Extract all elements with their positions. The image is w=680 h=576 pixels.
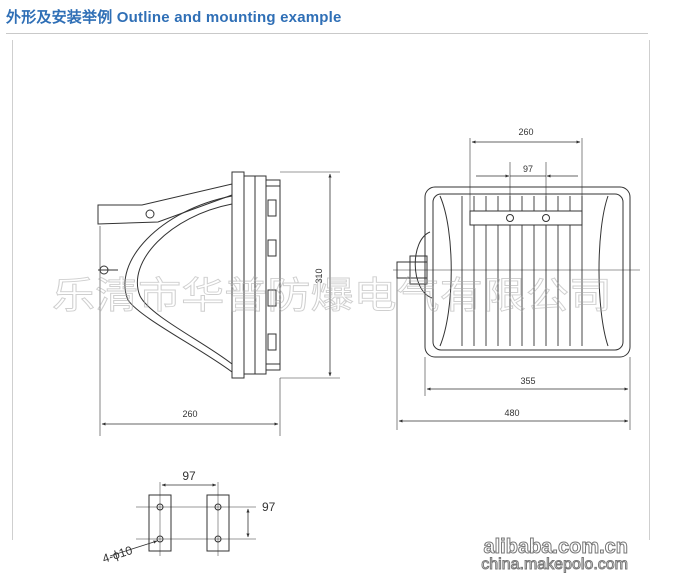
front-view xyxy=(393,138,640,430)
site-watermark-secondary: china.makepolo.com xyxy=(481,556,629,574)
mount-hole-leader xyxy=(109,540,158,557)
front-housing-inner xyxy=(432,193,624,351)
side-depth-label: 260 xyxy=(182,409,197,419)
page-title: 外形及安装举例 Outline and mounting example xyxy=(6,9,342,26)
side-view xyxy=(97,171,340,436)
side-cover xyxy=(265,179,281,371)
title-divider xyxy=(6,33,648,34)
front-grille xyxy=(461,196,583,346)
mount-hole-label: 4-ϕ10 xyxy=(101,543,135,566)
side-bracket-arm xyxy=(97,183,233,225)
drawing-frame xyxy=(12,40,650,540)
mount-spacing-v-label: 97 xyxy=(262,500,276,514)
front-mount-hole-left xyxy=(506,214,514,222)
mount-plate-view xyxy=(109,482,256,557)
front-housing xyxy=(424,186,631,358)
front-top-width-label: 260 xyxy=(518,127,533,137)
mount-spacing-h-label: 97 xyxy=(182,469,196,483)
side-hood-outer xyxy=(124,195,233,373)
company-watermark: 乐清市华普防爆电气有限公司 xyxy=(52,274,612,317)
front-lamp-bulb xyxy=(414,231,433,299)
side-height-label: 310 xyxy=(314,268,324,283)
side-bracket-bolt xyxy=(145,209,155,219)
front-mount-strip xyxy=(469,210,583,226)
front-inner-width-label: 97 xyxy=(523,164,533,174)
side-hood-inner xyxy=(137,203,233,365)
front-mount-hole-right xyxy=(542,214,550,222)
site-watermark-primary: alibaba.com.cn xyxy=(483,536,628,559)
front-overall-width-label: 480 xyxy=(504,408,519,418)
front-body-width-label: 355 xyxy=(520,376,535,386)
